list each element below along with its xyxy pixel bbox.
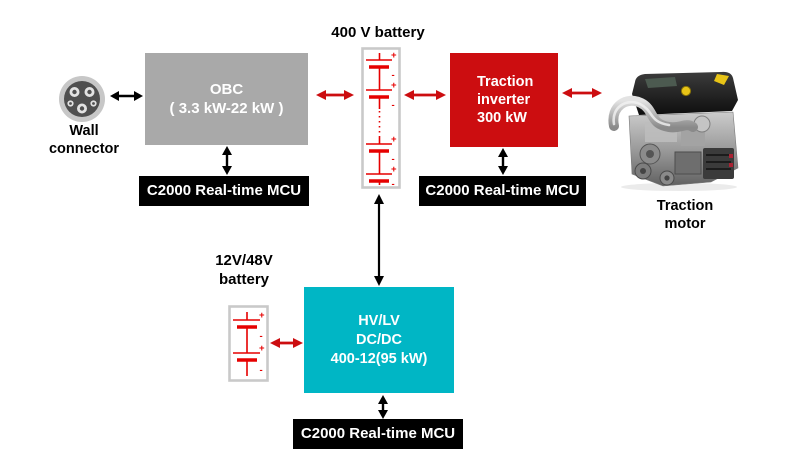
- svg-text:-: -: [392, 154, 395, 165]
- traction-motor-label-line2: motor: [664, 216, 706, 232]
- wall-connector-icon: [59, 76, 105, 122]
- arrow-battery12-dcdc: [270, 338, 303, 348]
- traction-motor-label-line1: Traction: [656, 198, 714, 214]
- traction-motor-label: Traction motor: [645, 197, 725, 233]
- inverter-power: 300 kW: [477, 110, 527, 126]
- battery-12v48v-icon: +- +-: [228, 305, 269, 382]
- wall-connector-label-line2: connector: [48, 141, 120, 157]
- arrow-wall-obc: [110, 91, 143, 101]
- battery-12v48v-label: 12V/48V battery: [194, 251, 294, 289]
- svg-text:-: -: [260, 331, 263, 342]
- svg-text:+: +: [391, 164, 397, 175]
- battery-400v-label: 400 V battery: [331, 24, 425, 41]
- svg-text:-: -: [392, 70, 395, 81]
- battery-400v-icon: +- +- +- +-: [361, 47, 401, 189]
- arrow-inverter-motor: [562, 88, 602, 98]
- svg-text:+: +: [259, 310, 265, 321]
- obc-box: OBC ( 3.3 kW-22 kW ): [145, 53, 308, 145]
- hvlv-dcdc-box: HV/LV DC/DC 400-12(95 kW): [304, 287, 454, 393]
- svg-text:+: +: [391, 50, 397, 61]
- arrow-obc-battery400: [316, 90, 354, 100]
- hvlv-line2: DC/DC: [356, 331, 402, 348]
- arrow-obc-mcu: [222, 146, 232, 175]
- arrow-dcdc-mcu: [378, 395, 388, 419]
- battery-12v48v-label-line1: 12V/48V: [215, 252, 273, 269]
- hvlv-line1: HV/LV: [358, 312, 400, 329]
- svg-text:+: +: [391, 134, 397, 145]
- svg-text:-: -: [260, 365, 263, 376]
- wall-connector-label-line1: Wall: [69, 123, 99, 139]
- battery-12v48v-label-line2: battery: [218, 271, 270, 288]
- mcu-inverter-box: C2000 Real-time MCU: [419, 176, 586, 206]
- inverter-line1: Traction: [477, 74, 534, 90]
- obc-power-range: ( 3.3 kW-22 kW ): [169, 100, 284, 117]
- mcu-obc-box: C2000 Real-time MCU: [139, 176, 309, 206]
- arrow-battery400-inverter: [404, 90, 446, 100]
- svg-text:+: +: [259, 343, 265, 354]
- wall-connector-label: Wall connector: [38, 122, 130, 158]
- traction-motor-image: [608, 71, 739, 191]
- svg-text:-: -: [392, 100, 395, 111]
- obc-title: OBC: [209, 81, 244, 98]
- traction-inverter-box: Traction inverter 300 kW: [450, 53, 558, 147]
- arrow-inverter-mcu: [498, 148, 508, 175]
- svg-text:-: -: [392, 179, 395, 189]
- inverter-line2: inverter: [477, 92, 531, 108]
- hvlv-power: 400-12(95 kW): [330, 350, 428, 367]
- arrow-battery400-dcdc: [374, 194, 384, 286]
- svg-text:+: +: [391, 80, 397, 91]
- mcu-dcdc-box: C2000 Real-time MCU: [293, 419, 463, 449]
